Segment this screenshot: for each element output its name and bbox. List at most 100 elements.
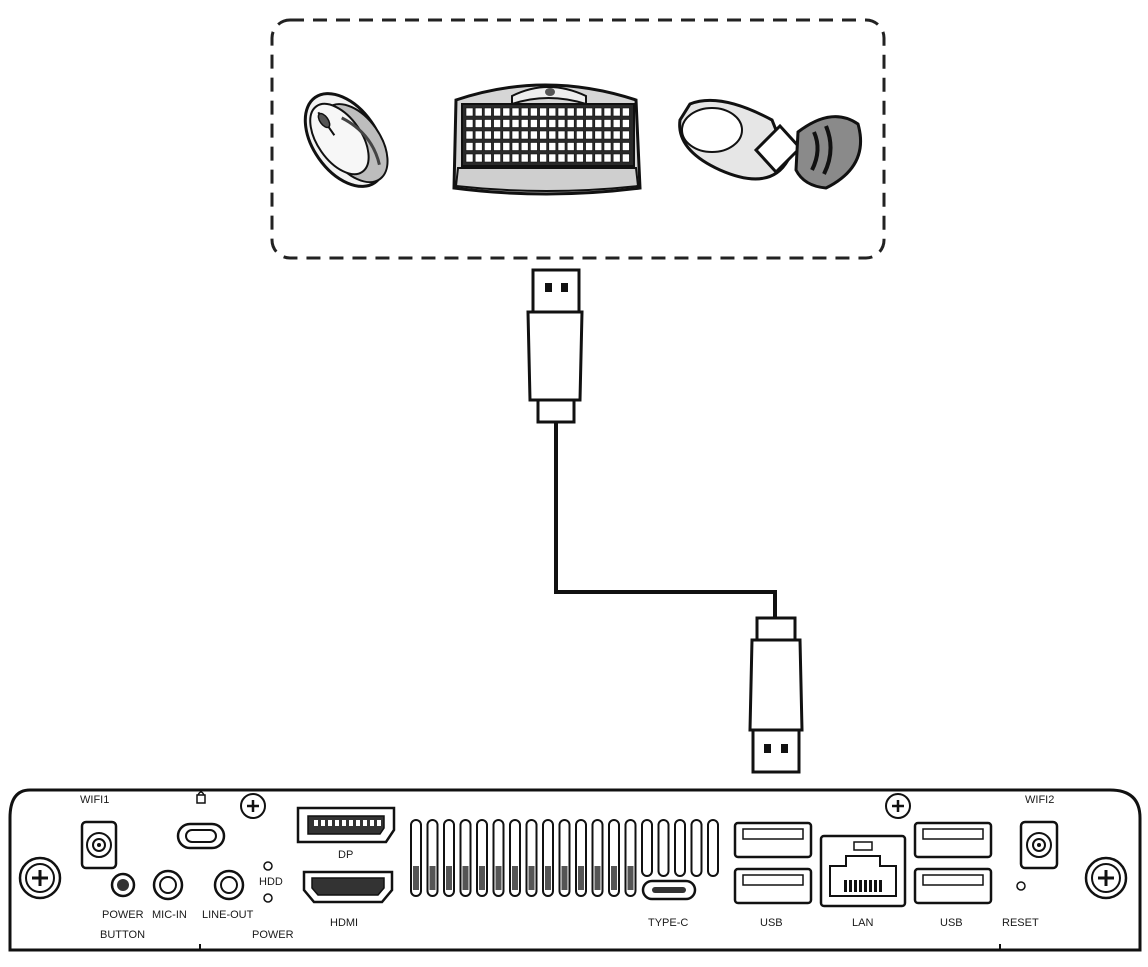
usb-right-label: USB [940,917,963,929]
keyboard-key [576,153,584,163]
keyboard-key [594,119,603,128]
keyboard-key [511,107,520,117]
dp-pin [321,820,325,826]
vent-slot-shade [413,866,419,890]
usb-plug-top [526,268,584,424]
keyboard-key [520,107,529,117]
vent-slot-shade [429,866,436,890]
vent-slot-shade [545,866,551,890]
vent-slot [674,819,686,877]
displayport-port-icon [296,806,396,844]
keyboard-key [622,142,630,151]
vent-slot-shade [578,866,584,890]
dp-pin [349,820,353,826]
keyboard-key [548,142,557,151]
usb-port-left-top-icon [733,821,813,859]
vent-slot-shade [446,866,452,890]
keyboard-key [603,153,612,163]
usb-cable [554,422,777,618]
dp-pin [377,820,381,826]
keyboard-key [548,130,557,140]
keyboard-key [530,119,538,128]
vent-slot-shade [512,866,518,890]
keyboard-key [530,107,538,117]
keyboard-key [612,153,621,163]
keyboard-key [511,142,520,151]
lan-pin [874,880,877,892]
keyboard-key [465,153,474,163]
keyboard-key [493,107,501,117]
vent-slot-shade [594,866,601,890]
keyboard-key [539,153,547,163]
screw-right-icon [1084,856,1128,900]
keyboard-key [557,107,566,117]
keyboard-key [539,107,547,117]
dp-pin [342,820,346,826]
keyboard-key [465,130,474,140]
keyboard-key [585,142,593,151]
keyboard-key [557,130,566,140]
keyboard-key [511,153,520,163]
keyboard-key [493,130,501,140]
dp-label: DP [338,849,353,861]
dp-pin [356,820,360,826]
vent-slot-shade [611,866,617,890]
keyboard-key [585,107,593,117]
dp-pin [335,820,339,826]
keyboard-key [530,153,538,163]
keyboard-key [557,153,566,163]
keyboard-key [474,119,483,128]
keyboard-key [594,107,603,117]
dp-pin [328,820,332,826]
lan-pin [869,880,872,892]
keyboard-key [511,119,520,128]
dp-pin [363,820,367,826]
keyboard-key [484,153,492,163]
keyboard-key [539,130,547,140]
keyboard-key [548,153,557,163]
wifi2-antenna-port-icon [1019,820,1059,870]
keyboard-key [520,130,529,140]
keyboard-key [484,130,492,140]
screw-left-icon [18,856,62,900]
vent-slot [641,819,653,877]
keyboard-key [566,142,575,151]
keyboard-key [474,107,483,117]
type-c-port-icon [641,879,697,901]
reset-button[interactable] [1016,881,1026,891]
keyboard-key [474,142,483,151]
keyboard-key [603,130,612,140]
keyboard-key [622,130,630,140]
keyboard-key [557,142,566,151]
vent-slot-shade [495,866,502,890]
keyboard-key [585,130,593,140]
power-label: POWER [252,929,294,941]
keyboard-key [576,142,584,151]
power-button-label-line2: BUTTON [100,929,145,941]
vent-grille [410,819,719,897]
usb-left-label: USB [760,917,783,929]
devices-box [270,18,886,260]
keyboard-key [566,153,575,163]
keyboard-key [520,153,529,163]
keyboard-key [474,153,483,163]
power-button[interactable] [110,872,136,898]
wifi1-antenna-port-icon [80,820,118,870]
keyboard-key [502,153,511,163]
keyboard-key [474,130,483,140]
keyboard-key [502,107,511,117]
mouse-icon [303,92,389,188]
keyboard-key [585,153,593,163]
keyboard-key [576,119,584,128]
keyboard-key [493,119,501,128]
vent-slot [657,819,670,877]
keyboard-key [594,130,603,140]
type-c-label: TYPE-C [648,917,688,929]
keyboard-key [502,142,511,151]
keyboard-key [520,142,529,151]
power-button-label-line1: POWER [102,909,144,921]
wifi1-label: WIFI1 [80,794,109,806]
hdmi-port-icon [302,870,394,904]
hdmi-label: HDMI [330,917,358,929]
